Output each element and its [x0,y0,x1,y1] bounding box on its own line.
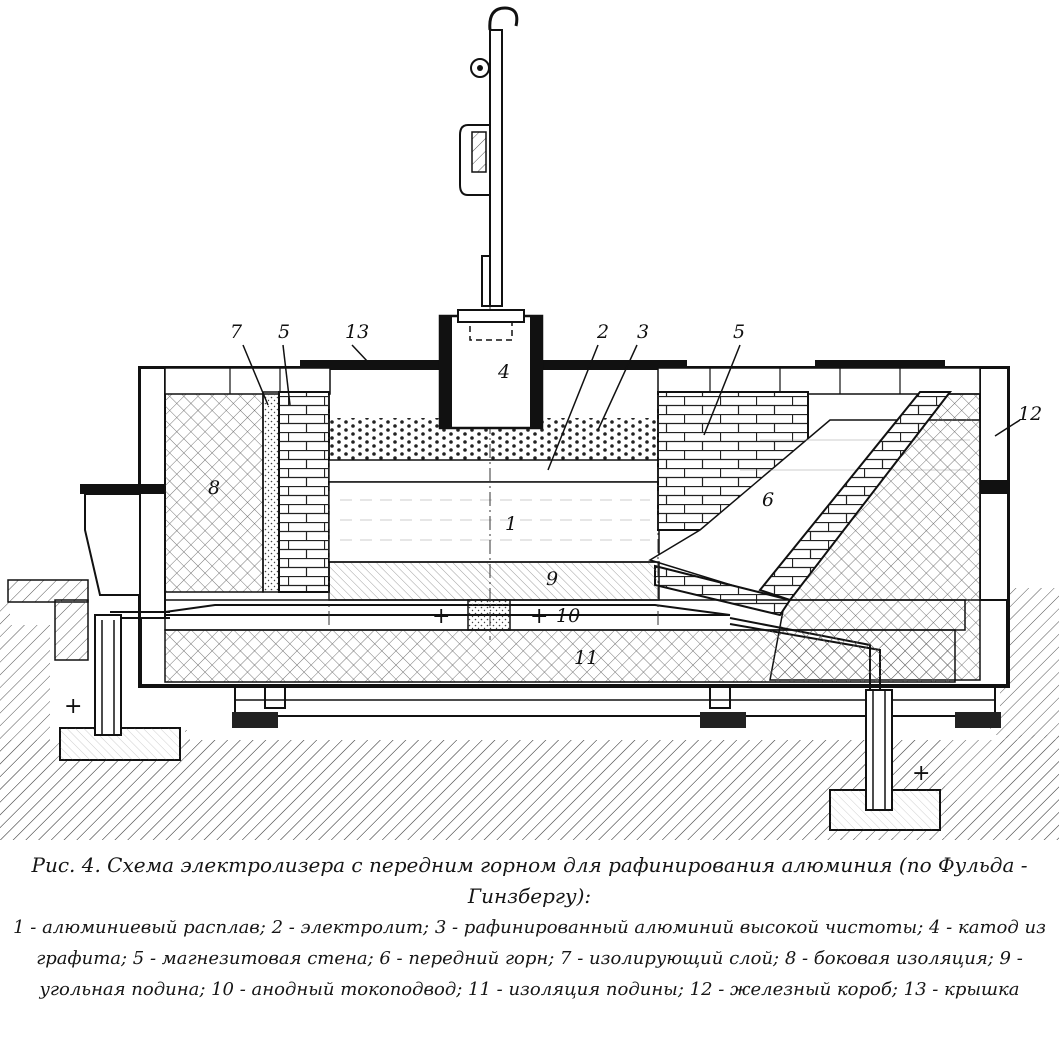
plus-sign: + [432,604,450,629]
callout-12: 12 [1018,403,1042,425]
leader-lines [242,344,1021,471]
callout-5a: 5 [278,321,290,343]
callout-8: 8 [208,477,220,499]
callout-7: 7 [230,321,243,343]
plus-sign: + [530,604,548,629]
cover [300,360,945,368]
caption-legend: 1 - алюминиевый расплав; 2 - электролит;… [13,917,1046,1000]
insulating-layer [262,391,280,593]
magnesite-wall-left [278,391,330,593]
cathode-hanger [459,6,519,307]
caption-title: Рис. 4. Схема электролизера с передним г… [31,853,1028,908]
plus-sign: + [912,761,930,786]
top-blocks [164,367,981,395]
graphite-cathode [438,309,544,430]
callouts: 7 5 13 4 2 3 5 12 8 6 1 9 10 11 + + + + [64,321,1042,786]
electrolyte-layer [328,459,660,483]
callout-13: 13 [345,321,369,343]
electrolyzer-diagram: 7 5 13 4 2 3 5 12 8 6 1 9 10 11 + + + + [0,6,1059,840]
callout-9: 9 [546,568,558,590]
hearth-insulation [164,629,956,683]
callout-3: 3 [637,321,649,343]
callout-5b: 5 [733,321,745,343]
callout-6: 6 [762,489,774,511]
plus-sign: + [64,694,82,719]
callout-2: 2 [596,321,609,343]
side-insulation [164,391,264,593]
figure-caption: Рис. 4. Схема электролизера с передним г… [0,850,1059,1005]
aluminum-melt [328,481,660,563]
callout-1: 1 [505,513,517,535]
callout-11: 11 [574,647,598,669]
callout-10: 10 [556,605,580,627]
callout-4: 4 [497,361,510,383]
carbon-hearth [328,561,660,601]
current-busbars [94,614,893,811]
